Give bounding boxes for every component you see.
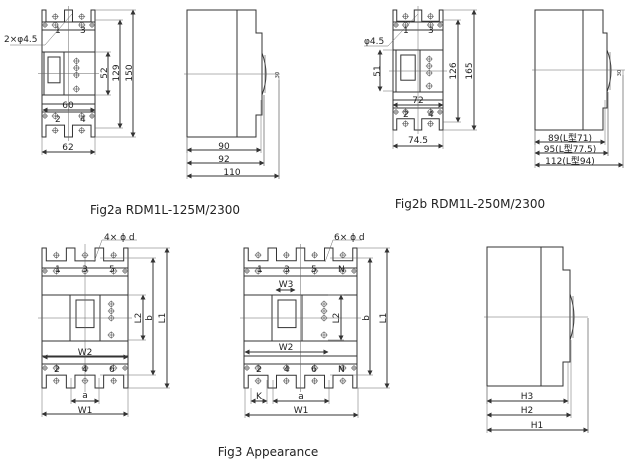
dim-h-mid: 51 bbox=[373, 65, 383, 76]
dim-L2: L2 bbox=[332, 313, 342, 324]
fig3-side: H3 H2 H1 bbox=[521, 392, 544, 431]
terminal-label: 4 bbox=[82, 365, 88, 375]
dim-depth-1: 89(L型71) bbox=[548, 133, 592, 144]
dim-W2: W2 bbox=[279, 343, 294, 353]
handle-window bbox=[47, 56, 61, 84]
hole-label: 2×φ4.5 bbox=[4, 35, 38, 45]
terminal-label: 1 bbox=[257, 265, 263, 275]
fig3-three-pole: 4× ϕ d 1 3 5 2 4 6 L2 b L1 W2 a W1 bbox=[54, 233, 168, 416]
terminal-label: 3 bbox=[82, 265, 88, 275]
handle-window bbox=[277, 299, 297, 329]
fig3-caption: Fig3 Appearance bbox=[218, 445, 318, 459]
terminal-label: 4 bbox=[428, 110, 434, 120]
side-body bbox=[186, 9, 263, 138]
handle-window bbox=[400, 54, 416, 81]
dim-w-inner: 72 bbox=[412, 96, 423, 106]
terminal-label: 6 bbox=[109, 365, 115, 375]
dim-depth-3: 112(L型94) bbox=[545, 156, 595, 167]
dim-h-mount: 129 bbox=[112, 64, 122, 81]
hole-label: 4× ϕ d bbox=[104, 233, 135, 243]
terminal-label: 4 bbox=[80, 115, 86, 125]
dim-a: a bbox=[82, 391, 88, 401]
dim-W1: W1 bbox=[78, 406, 93, 416]
terminal-label: 3 bbox=[428, 26, 434, 36]
handle-mark: 30 bbox=[275, 72, 281, 78]
dim-depth-3: 110 bbox=[223, 168, 240, 178]
terminal-label: 1 bbox=[55, 26, 61, 36]
side-body bbox=[534, 9, 608, 131]
terminal-label: 3 bbox=[284, 265, 290, 275]
terminal-label: N bbox=[338, 265, 345, 275]
leader-line bbox=[93, 239, 103, 263]
dim-depth-1: 90 bbox=[218, 142, 230, 152]
dim-depth-2: 95(L型77.5) bbox=[544, 144, 597, 155]
terminal-label: 1 bbox=[403, 26, 409, 36]
leader-line bbox=[44, 13, 73, 46]
dim-w-total: 62 bbox=[62, 143, 73, 153]
dim-L1: L1 bbox=[158, 313, 168, 324]
terminal-label: 1 bbox=[55, 265, 61, 275]
dim-L1: L1 bbox=[379, 313, 389, 324]
caption: Fig2b RDM1L-250M/2300 bbox=[395, 197, 545, 211]
dim-depth-2: 92 bbox=[218, 155, 229, 165]
terminal-label: 2 bbox=[54, 365, 60, 375]
dim-W3: W3 bbox=[279, 280, 294, 290]
dim-b: b bbox=[362, 315, 372, 321]
terminal-label: 3 bbox=[80, 26, 86, 36]
terminal-label: 2 bbox=[55, 115, 61, 125]
dim-h-mount: 126 bbox=[449, 62, 459, 79]
dim-W2: W2 bbox=[78, 348, 93, 358]
fig3-four-pole: 6× ϕ d 1 3 5 N 2 4 6 N W3 L2 b L1 W2 K a… bbox=[256, 233, 389, 416]
handle-side bbox=[606, 49, 612, 93]
terminal-label: 5 bbox=[311, 265, 317, 275]
dim-h-total: 165 bbox=[465, 62, 475, 79]
side-body bbox=[486, 246, 571, 387]
caption: Fig2a RDM1L-125M/2300 bbox=[90, 203, 240, 217]
dim-L2: L2 bbox=[134, 313, 144, 324]
hole-label: 6× ϕ d bbox=[334, 233, 365, 243]
handle-mark: 30 bbox=[617, 70, 623, 76]
terminal-label: 2 bbox=[403, 110, 409, 120]
hole-label: φ4.5 bbox=[364, 37, 384, 47]
leader-line bbox=[324, 239, 334, 263]
dim-w-inner: 60 bbox=[62, 101, 74, 111]
dim-a: a bbox=[298, 392, 304, 402]
terminal-label: 2 bbox=[256, 365, 262, 375]
dim-h-total: 150 bbox=[125, 64, 135, 81]
fig2b: φ4.5 1 3 2 4 51 126 165 72 74.5 89(L型71)… bbox=[364, 26, 623, 211]
terminal-label: 5 bbox=[109, 265, 115, 275]
terminal-label: 4 bbox=[284, 365, 290, 375]
dim-H3: H3 bbox=[521, 392, 534, 402]
dim-b: b bbox=[145, 315, 155, 321]
terminal-label: N bbox=[338, 365, 345, 375]
terminal-label: 6 bbox=[311, 365, 317, 375]
dim-W1: W1 bbox=[294, 406, 309, 416]
dim-H2: H2 bbox=[521, 406, 534, 416]
dim-K: K bbox=[256, 392, 263, 402]
fig2a: 2×φ4.5 1 3 2 4 52 129 150 60 62 90 92 11… bbox=[4, 26, 281, 217]
dim-H1: H1 bbox=[531, 421, 544, 431]
dim-w-total: 74.5 bbox=[408, 136, 428, 146]
dim-h-mid: 52 bbox=[100, 67, 110, 78]
leader-line bbox=[387, 13, 419, 47]
